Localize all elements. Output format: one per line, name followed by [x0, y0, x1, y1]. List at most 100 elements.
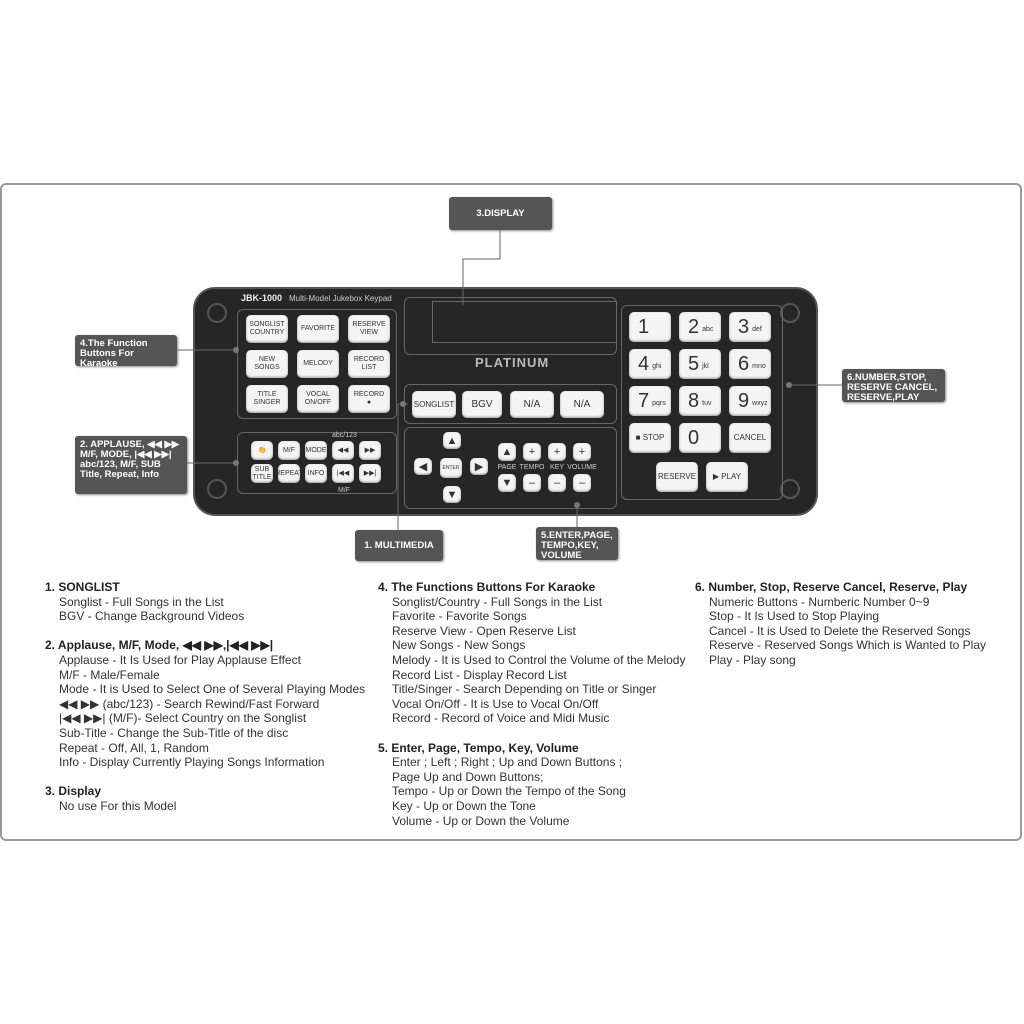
section-line: Songlist - Full Songs in the List: [59, 594, 224, 609]
function-button[interactable]: FAVORITE: [297, 315, 339, 343]
adjust-down-button[interactable]: –: [523, 474, 541, 492]
numpad-key[interactable]: 1: [629, 312, 671, 342]
function-button[interactable]: NEW SONGS: [246, 350, 288, 378]
section-title: 1. SONGLIST: [45, 580, 120, 594]
number-zone: [621, 305, 783, 500]
section-line: New Songs - New Songs: [392, 638, 526, 653]
multimedia-button[interactable]: N/A: [510, 391, 554, 418]
section-line: Favorite - Favorite Songs: [392, 609, 527, 624]
reserve-button[interactable]: RESERVE: [656, 462, 698, 492]
section-line: Reserve - Reserved Songs Which is Wanted…: [709, 638, 987, 653]
numpad-key[interactable]: CANCEL: [729, 423, 771, 453]
section: 2. Applause, M/F, Mode, ◀◀ ▶▶,|◀◀ ▶▶|App…: [45, 638, 365, 769]
brand-logo: PLATINUM: [475, 355, 550, 370]
device-subtitle: Multi-Model Jukebox Keypad: [289, 294, 392, 303]
section-line: Melody - It is Used to Control the Volum…: [392, 652, 686, 667]
section-title: 4. The Functions Buttons For Karaoke: [378, 580, 596, 594]
function-button[interactable]: RECORD LIST: [348, 350, 390, 378]
section-line: Enter ; Left ; Right ; Up and Down Butto…: [392, 755, 623, 770]
function-button[interactable]: RECORD ●: [348, 385, 390, 413]
small-button[interactable]: ▶▶: [359, 441, 381, 460]
callout-number: 6.NUMBER,STOP, RESERVE CANCEL, RESERVE,P…: [842, 369, 945, 403]
callout-enter: 5.ENTER,PAGE, TEMPO,KEY, VOLUME: [536, 527, 618, 561]
adjust-down-button[interactable]: ▼: [498, 474, 516, 492]
section-line: M/F - Male/Female: [59, 667, 160, 682]
arrow-button[interactable]: ▶: [470, 458, 488, 475]
small-button[interactable]: REPEAT: [275, 464, 303, 483]
numpad-key[interactable]: ■ STOP: [629, 423, 671, 453]
multimedia-button[interactable]: N/A: [560, 391, 604, 418]
callout-function: 4.The Function Buttons For Karaoke: [75, 335, 177, 369]
small-button[interactable]: ▶▶|: [359, 464, 381, 483]
adjust-down-button[interactable]: –: [548, 474, 566, 492]
display-window: [432, 301, 617, 343]
section-line: Title/Singer - Search Depending on Title…: [392, 682, 657, 697]
arrow-button[interactable]: ◀: [414, 458, 432, 475]
section-line: No use For this Model: [59, 798, 177, 813]
function-button[interactable]: RESERVE VIEW: [348, 315, 390, 343]
section: 6. Number, Stop, Reserve Cancel, Reserve…: [695, 580, 986, 668]
callout-multimedia: 1. MULTIMEDIA: [355, 530, 443, 561]
adjust-down-button[interactable]: –: [573, 474, 591, 492]
function-button[interactable]: MELODY: [297, 350, 339, 378]
small-button[interactable]: 👏: [251, 441, 273, 460]
section-line: Record - Record of Voice and Midi Music: [392, 711, 610, 726]
screw: [780, 303, 800, 323]
arrow-button[interactable]: ▲: [443, 432, 461, 449]
section-line: Vocal On/Off - It is Use to Vocal On/Off: [392, 696, 599, 711]
section-title: 2. Applause, M/F, Mode, ◀◀ ▶▶,|◀◀ ▶▶|: [45, 638, 274, 653]
small-button[interactable]: ◀◀: [332, 441, 354, 460]
adjust-up-button[interactable]: +: [573, 443, 591, 461]
section-line: Numeric Buttons - Numberic Number 0~9: [709, 594, 930, 609]
abc123-label: abc/123: [332, 432, 357, 439]
adjust-label: VOLUME: [567, 464, 597, 471]
section-line: ◀◀ ▶▶ (abc/123) - Search Rewind/Fast For…: [59, 696, 320, 711]
model-label: JBK-1000: [241, 293, 283, 303]
adjust-label: TEMPO: [519, 464, 545, 471]
small-button[interactable]: M/F: [278, 441, 300, 460]
enter-zone: [404, 427, 617, 509]
screw: [207, 479, 227, 499]
small-button[interactable]: INFO: [305, 464, 327, 483]
small-button[interactable]: SUB TITLE: [251, 464, 273, 483]
section-line: Tempo - Up or Down the Tempo of the Song: [392, 784, 626, 799]
section-title: 3. Display: [45, 784, 102, 799]
play-button[interactable]: ▶ PLAY: [706, 462, 748, 492]
small-button[interactable]: |◀◀: [332, 464, 354, 483]
multimedia-button[interactable]: BGV: [462, 391, 502, 418]
function-button[interactable]: TITLE SINGER: [246, 385, 288, 413]
section-title: 6. Number, Stop, Reserve Cancel, Reserve…: [695, 580, 968, 594]
enter-button[interactable]: ENTER: [440, 458, 462, 478]
section-line: Info - Display Currently Playing Songs I…: [59, 755, 325, 770]
callout-display: 3.DISPLAY: [449, 197, 552, 230]
section-line: Repeat - Off, All, 1, Random: [59, 740, 209, 755]
adjust-up-button[interactable]: +: [523, 443, 541, 461]
section-line: Mode - It is Used to Select One of Sever…: [59, 682, 366, 697]
small-button[interactable]: MODE: [305, 441, 327, 460]
adjust-up-button[interactable]: +: [548, 443, 566, 461]
screw: [780, 479, 800, 499]
arrow-button[interactable]: ▼: [443, 486, 461, 503]
function-button[interactable]: SONGLIST COUNTRY: [246, 315, 288, 343]
multimedia-button[interactable]: SONGLIST: [412, 391, 456, 418]
numpad-key[interactable]: 0: [679, 423, 721, 453]
section-line: Volume - Up or Down the Volume: [392, 813, 570, 828]
adjust-up-button[interactable]: ▲: [498, 443, 516, 461]
screw: [207, 303, 227, 323]
function-zone: [237, 309, 397, 419]
adjust-label: KEY: [549, 464, 564, 471]
function-button[interactable]: VOCAL ON/OFF: [297, 385, 339, 413]
